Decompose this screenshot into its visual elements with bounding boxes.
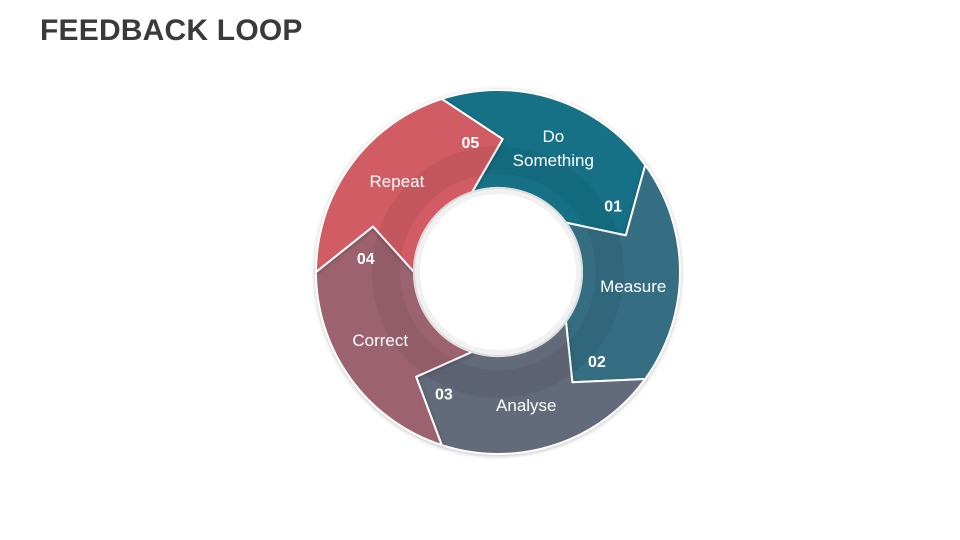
step-number-04: 04	[357, 251, 375, 268]
step-label-line: Measure	[600, 277, 666, 296]
center-circle	[420, 194, 576, 350]
step-label-04: Correct	[352, 331, 408, 350]
inner-ring-shade	[372, 146, 624, 398]
step-label-line: Correct	[352, 331, 408, 350]
step-number-03: 03	[435, 387, 453, 404]
step-label-line: Repeat	[370, 172, 425, 191]
step-number-02: 02	[588, 354, 606, 371]
step-label-line: Analyse	[496, 396, 556, 415]
step-label-02: Measure	[600, 277, 666, 296]
step-label-line: Something	[513, 151, 594, 170]
step-number-01: 01	[604, 199, 622, 216]
step-label-03: Analyse	[496, 396, 556, 415]
step-label-line: Do	[542, 127, 564, 146]
step-number-05: 05	[461, 135, 479, 152]
page-title: FEEDBACK LOOP	[40, 14, 303, 47]
step-label-05: Repeat	[370, 172, 425, 191]
